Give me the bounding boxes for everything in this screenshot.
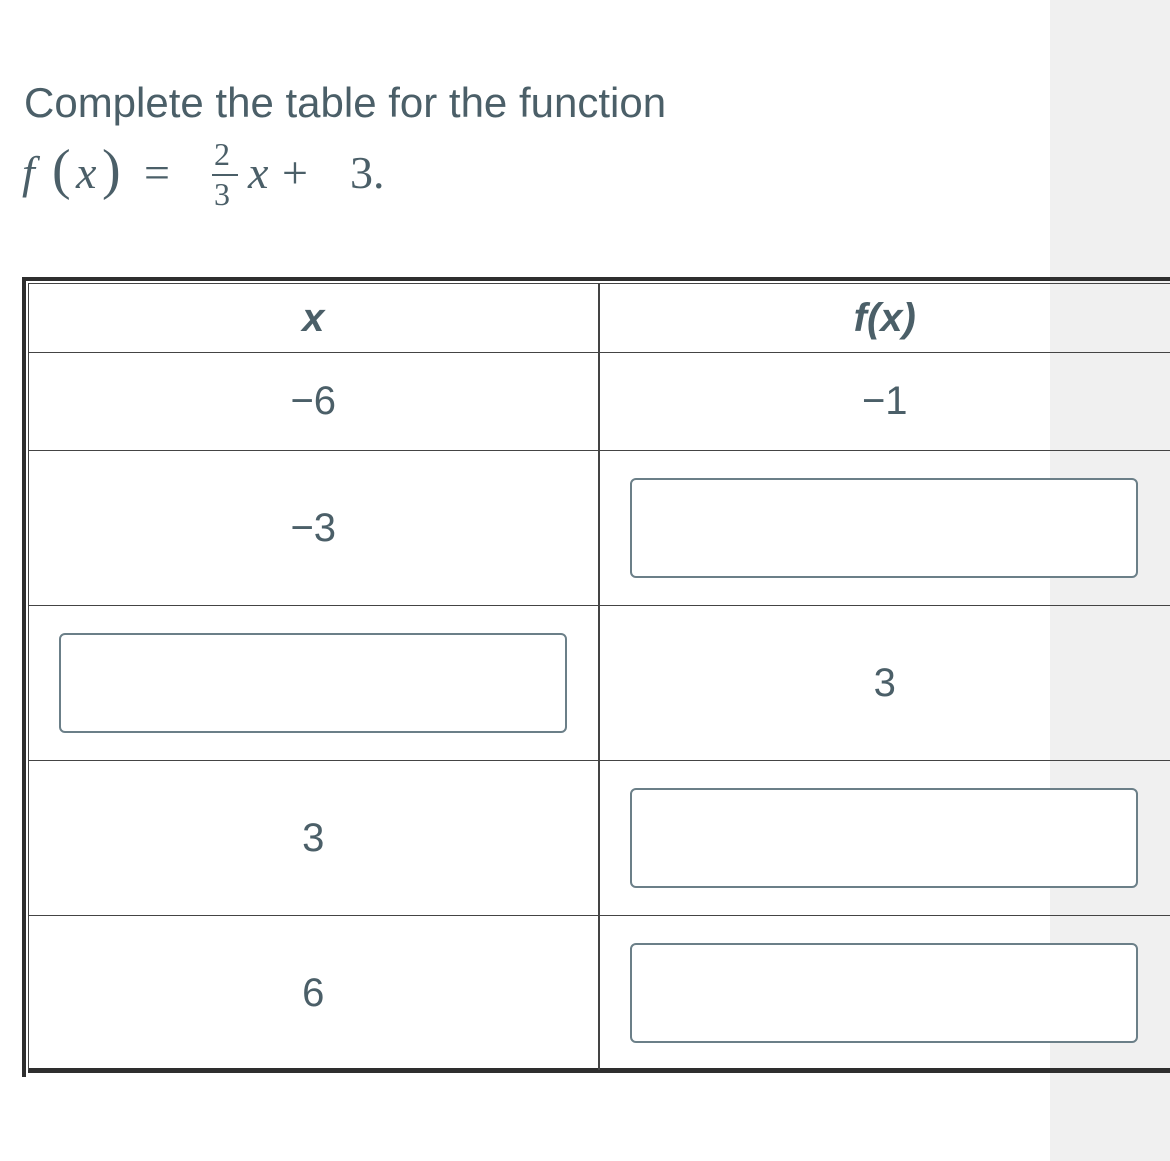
cell-fx-value: −1 bbox=[861, 379, 908, 423]
equation-left-paren: ( bbox=[52, 139, 71, 201]
equation-plus: + bbox=[282, 147, 308, 198]
cell-fx bbox=[600, 916, 1170, 1070]
table-row: −3 bbox=[29, 451, 1170, 606]
cell-x bbox=[29, 606, 600, 760]
cell-x: −3 bbox=[29, 451, 600, 605]
fraction-bar bbox=[212, 174, 238, 176]
cell-fx bbox=[600, 761, 1170, 915]
equation-equals: = bbox=[144, 147, 170, 198]
fx-answer-input[interactable] bbox=[629, 788, 1138, 888]
header-x-label: x bbox=[302, 295, 325, 340]
cell-x: −6 bbox=[29, 353, 600, 450]
table-row: 6 bbox=[29, 916, 1170, 1070]
cell-fx: 3 bbox=[600, 606, 1170, 760]
equation-x-term: x bbox=[248, 147, 269, 198]
x-answer-input[interactable] bbox=[59, 633, 567, 733]
cell-x-value: −3 bbox=[290, 505, 337, 550]
table-grid: x f(x) −6 −1 −3 bbox=[28, 283, 1170, 1070]
table-header-row: x f(x) bbox=[29, 284, 1170, 353]
table-top-border bbox=[22, 277, 1170, 281]
table-row: −6 −1 bbox=[29, 353, 1170, 451]
header-cell-x: x bbox=[29, 284, 600, 352]
equation-fraction: 2 3 bbox=[212, 138, 240, 218]
equation-x: x bbox=[76, 147, 97, 198]
table-row: 3 bbox=[29, 761, 1170, 916]
fraction-denominator: 3 bbox=[214, 176, 230, 212]
cell-x-value: −6 bbox=[290, 379, 337, 423]
cell-x-value: 6 bbox=[302, 970, 325, 1015]
cell-fx bbox=[600, 451, 1170, 605]
cell-x-value: 3 bbox=[302, 815, 325, 860]
table-left-border bbox=[22, 277, 26, 1077]
fx-answer-input[interactable] bbox=[629, 478, 1138, 578]
fx-answer-input[interactable] bbox=[629, 943, 1138, 1043]
equation-f: f bbox=[22, 147, 35, 198]
cell-x: 3 bbox=[29, 761, 600, 915]
table-bottom-border bbox=[28, 1068, 1170, 1073]
function-table: x f(x) −6 −1 −3 bbox=[22, 277, 1170, 1077]
cell-x: 6 bbox=[29, 916, 600, 1070]
header-fx-label: f(x) bbox=[853, 295, 916, 340]
cell-fx-value: 3 bbox=[873, 660, 896, 705]
equation-right-paren: ) bbox=[102, 139, 121, 201]
fraction-numerator: 2 bbox=[214, 136, 230, 172]
table-row: 3 bbox=[29, 606, 1170, 761]
prompt-text: Complete the table for the function bbox=[24, 79, 667, 126]
equation-constant: 3. bbox=[350, 147, 385, 198]
cell-fx: −1 bbox=[600, 353, 1170, 450]
header-cell-fx: f(x) bbox=[600, 284, 1170, 352]
